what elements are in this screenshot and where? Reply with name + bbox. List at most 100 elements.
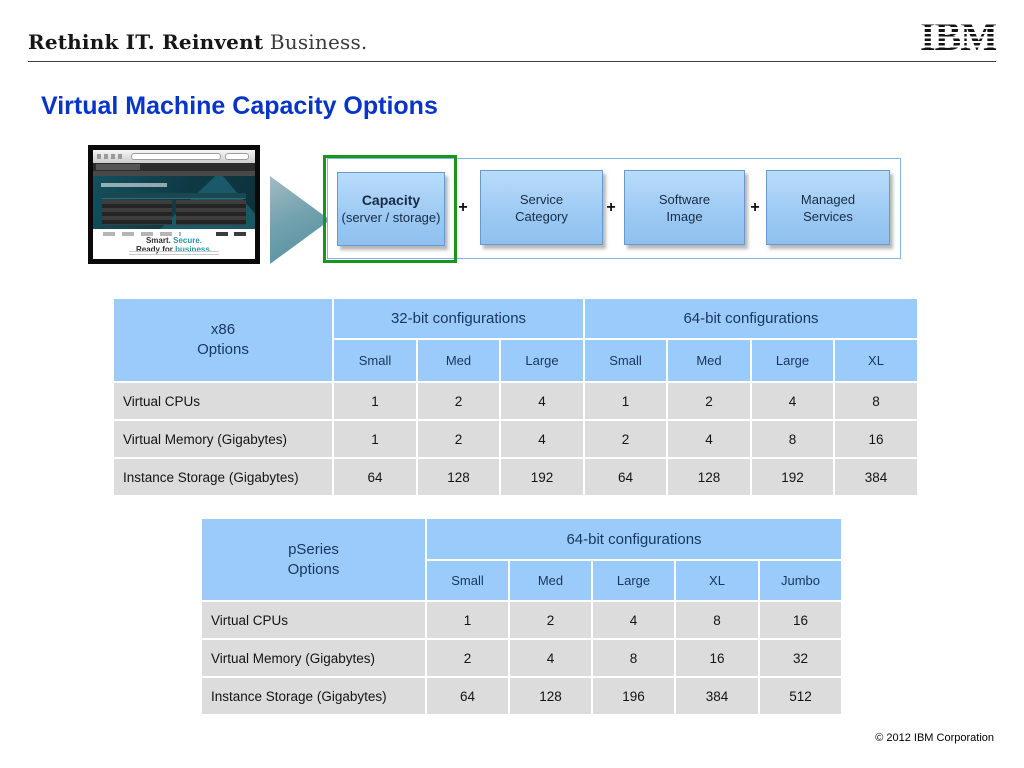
cell-value: 2 (416, 419, 501, 459)
cell-value: 4 (750, 381, 835, 421)
cell-value: 1 (583, 381, 668, 421)
hero-panel-list-left (102, 200, 172, 225)
column-group-header: 64-bit configurations (583, 297, 919, 340)
cell-value: 4 (499, 381, 585, 421)
hero-panel (102, 193, 246, 226)
webpage-nav-links (216, 232, 250, 236)
address-bar (131, 153, 221, 160)
copyright-notice: © 2012 IBM Corporation (875, 732, 994, 744)
browser-toolbar (93, 150, 255, 163)
cell-value: 64 (332, 457, 418, 497)
webpage-footer-area: Smart. Secure. Ready for business. (93, 229, 255, 259)
flow-box-software-image: Software Image (624, 170, 745, 245)
cell-value: 2 (666, 381, 752, 421)
cell-value: 16 (833, 419, 919, 459)
column-group-header: 64-bit configurations (425, 517, 843, 561)
column-header: Small (425, 559, 510, 602)
browser-menubar (93, 171, 255, 176)
cell-value: 196 (591, 676, 676, 716)
cell-value: 192 (750, 457, 835, 497)
ibm-logo-stripes (920, 20, 996, 56)
webpage-hero (93, 176, 255, 229)
cell-value: 4 (499, 419, 585, 459)
hero-panel-columns (102, 200, 246, 225)
plus-sign: + (606, 199, 616, 216)
column-header: Med (666, 338, 752, 383)
cell-value: 512 (758, 676, 843, 716)
cell-value: 8 (833, 381, 919, 421)
flow-box-title-line2: Image (666, 208, 703, 224)
column-header: Large (499, 338, 585, 383)
column-header: Large (591, 559, 676, 602)
headline-part3: Ready for (135, 244, 173, 254)
hero-brand-text (101, 183, 167, 187)
cell-value: 2 (416, 381, 501, 421)
brand-tagline: Rethink IT. Reinvent Business. (28, 30, 367, 54)
column-header: Small (583, 338, 668, 383)
row-label: Virtual Memory (Gigabytes) (112, 419, 334, 459)
flow-box-subtitle: (server / storage) (341, 210, 441, 225)
webpage-headline: Smart. Secure. Ready for business. (93, 236, 255, 254)
capacity-highlight-frame (323, 155, 457, 263)
cell-value: 1 (425, 600, 510, 640)
column-header: Med (416, 338, 501, 383)
column-group-header: 32-bit configurations (332, 297, 585, 340)
row-label: Virtual Memory (Gigabytes) (200, 638, 427, 678)
cell-value: 32 (758, 638, 843, 678)
cell-value: 384 (674, 676, 760, 716)
browser-screenshot: Smart. Secure. Ready for business. (88, 145, 260, 264)
cell-value: 2 (508, 600, 593, 640)
flow-box-title: Software (658, 191, 711, 207)
cell-value: 16 (674, 638, 760, 678)
cell-value: 4 (666, 419, 752, 459)
plus-sign: + (750, 199, 760, 216)
flow-box-service-category: Service Category (480, 170, 603, 245)
webpage-nav-tabs (103, 232, 181, 236)
column-header: XL (674, 559, 760, 602)
flow-box-title: Service (519, 191, 564, 207)
flow-box-title-line2: Services (803, 208, 853, 224)
cell-value: 128 (666, 457, 752, 497)
column-header: XL (833, 338, 919, 383)
column-header: Small (332, 338, 418, 383)
column-header: Med (508, 559, 593, 602)
headline-part2: Secure. (173, 236, 203, 245)
cell-value: 128 (508, 676, 593, 716)
plus-sign: + (458, 199, 468, 216)
row-label: Virtual CPUs (112, 381, 334, 421)
webpage-fineprint (128, 251, 220, 257)
headline-part1: Smart. (145, 236, 171, 245)
flow-box-title-line2: Category (515, 208, 568, 224)
cell-value: 8 (591, 638, 676, 678)
browser-tabstrip (93, 163, 255, 171)
cell-value: 16 (758, 600, 843, 640)
row-label: Instance Storage (Gigabytes) (200, 676, 427, 716)
cell-value: 2 (425, 638, 510, 678)
cell-value: 8 (750, 419, 835, 459)
cell-value: 2 (583, 419, 668, 459)
column-header: Large (750, 338, 835, 383)
hero-panel-header (102, 193, 246, 199)
cell-value: 8 (674, 600, 760, 640)
flow-box-managed-services: Managed Services (766, 170, 890, 245)
arrow-right-icon (270, 176, 330, 264)
cell-value: 128 (416, 457, 501, 497)
header-divider (28, 61, 996, 62)
cell-value: 64 (425, 676, 510, 716)
cell-value: 384 (833, 457, 919, 497)
cell-value: 4 (508, 638, 593, 678)
search-box (225, 153, 249, 160)
hero-panel-list-right (176, 200, 246, 225)
